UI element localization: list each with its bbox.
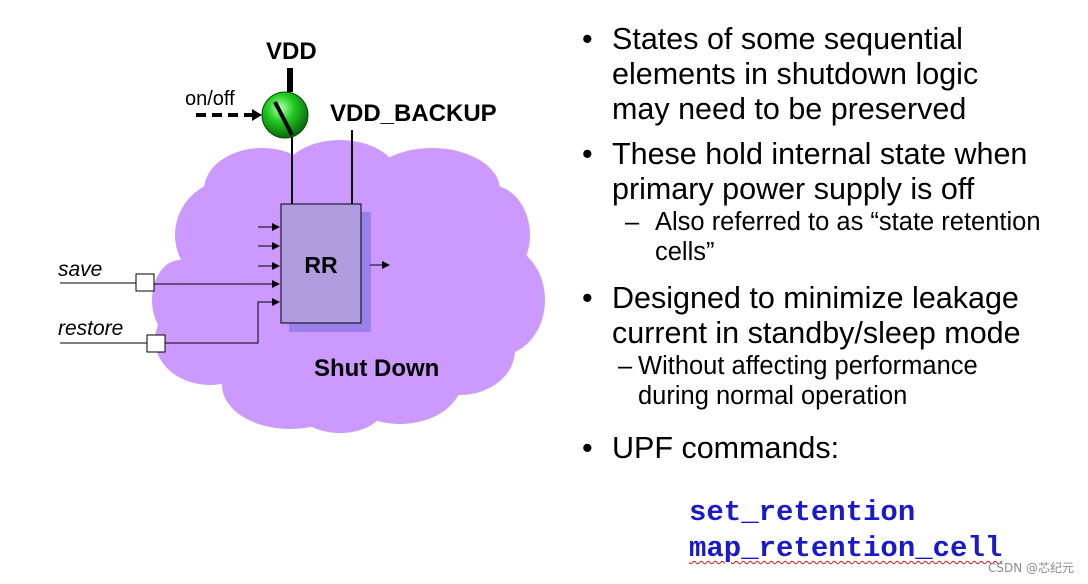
sub-bullet-line: during normal operation: [638, 382, 908, 410]
rr-cell: [280, 203, 362, 324]
save-label: save: [58, 258, 102, 281]
bullet-list: • States of some sequential elements in s…: [582, 22, 1082, 466]
bullet-item: • Designed to minimize leakage current in…: [582, 281, 1082, 411]
bullet-line: elements in shutdown logic: [612, 57, 979, 91]
upf-command: map_retention_cell: [689, 532, 1003, 565]
shutdown-cloud: [152, 140, 545, 433]
bullet-dot: •: [582, 137, 593, 171]
restore-wire: [165, 298, 280, 344]
restore-label: restore: [58, 317, 123, 340]
bullet-line: Designed to minimize leakage: [612, 281, 1019, 315]
sub-bullet-line: Also referred to as “state retention: [655, 208, 1041, 236]
vdd-label: VDD: [266, 38, 317, 65]
watermark: CSDN @芯纪元: [987, 561, 1074, 575]
bullet-dot: •: [582, 281, 593, 315]
sub-bullet-line: Without affecting performance: [638, 352, 978, 380]
bullet-item: • UPF commands:: [582, 431, 1082, 466]
vdd-backup-label: VDD_BACKUP: [330, 100, 497, 127]
sub-bullet-dash: –: [618, 352, 633, 380]
bullet-line: These hold internal state when: [612, 137, 1028, 171]
onoff-arrowhead: [252, 109, 262, 121]
sub-bullet-line: cells”: [655, 238, 715, 266]
onoff-label: on/off: [185, 88, 235, 110]
bullet-line: current in standby/sleep mode: [612, 316, 1021, 350]
shutdown-label: Shut Down: [314, 355, 439, 382]
bullet-item: • These hold internal state when primary …: [582, 137, 1082, 267]
bullet-dot: •: [582, 431, 593, 465]
switch-lever: [273, 101, 294, 136]
bullet-item: • States of some sequential elements in s…: [582, 22, 1082, 127]
restore-pin: [146, 334, 166, 353]
bullet-line: UPF commands:: [612, 431, 840, 465]
retention-diagram: RR VDD VDD_BACKUP on/off save restore Sh…: [58, 38, 545, 433]
bullet-line: States of some sequential: [612, 22, 963, 56]
sub-bullet-dash: –: [625, 208, 640, 236]
bullet-line: may need to be preserved: [612, 92, 967, 126]
power-switch: [261, 91, 309, 139]
bullet-dot: •: [582, 22, 593, 56]
upf-command: set_retention: [689, 496, 916, 529]
bullet-line: primary power supply is off: [612, 172, 975, 206]
rr-cell-label: RR: [304, 252, 338, 278]
save-pin: [135, 273, 155, 292]
